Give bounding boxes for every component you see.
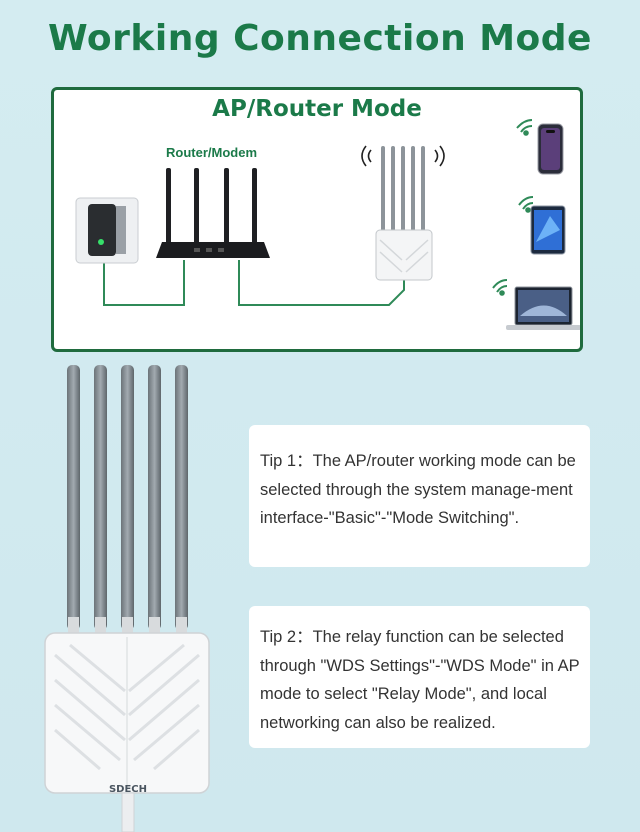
cable-router-to-ap: [238, 260, 405, 306]
tip-card-2: Tip 2：The relay function can be selected…: [249, 606, 590, 748]
cable-wall-to-router: [103, 260, 185, 306]
diagram-title: AP/Router Mode: [212, 96, 422, 122]
router-modem-label: Router/Modem: [166, 145, 257, 160]
router-icon: [156, 168, 270, 258]
wall-socket-icon: [75, 197, 139, 264]
tablet-icon: [530, 205, 566, 255]
wifi-icon: [516, 119, 533, 136]
tip-card-1: Tip 1：The AP/router working mode can be …: [249, 425, 590, 567]
access-point-device-illustration: SDECH: [44, 365, 210, 832]
brand-logo: SDECH: [109, 784, 147, 795]
smartphone-icon: [537, 123, 564, 175]
wifi-icon: [518, 196, 534, 213]
ap-router-diagram: AP/Router Mode Router/Modem: [51, 87, 583, 352]
antenna-icon: [67, 365, 188, 633]
access-point-icon: [361, 145, 445, 281]
page-title: Working Connection Mode: [48, 18, 592, 59]
laptop-icon: [506, 286, 580, 330]
diagram-illustration: [75, 119, 580, 330]
tip-1-text: Tip 1：The AP/router working mode can be …: [260, 452, 576, 527]
tip-2-text: Tip 2：The relay function can be selected…: [260, 628, 580, 732]
wifi-icon: [492, 279, 508, 296]
